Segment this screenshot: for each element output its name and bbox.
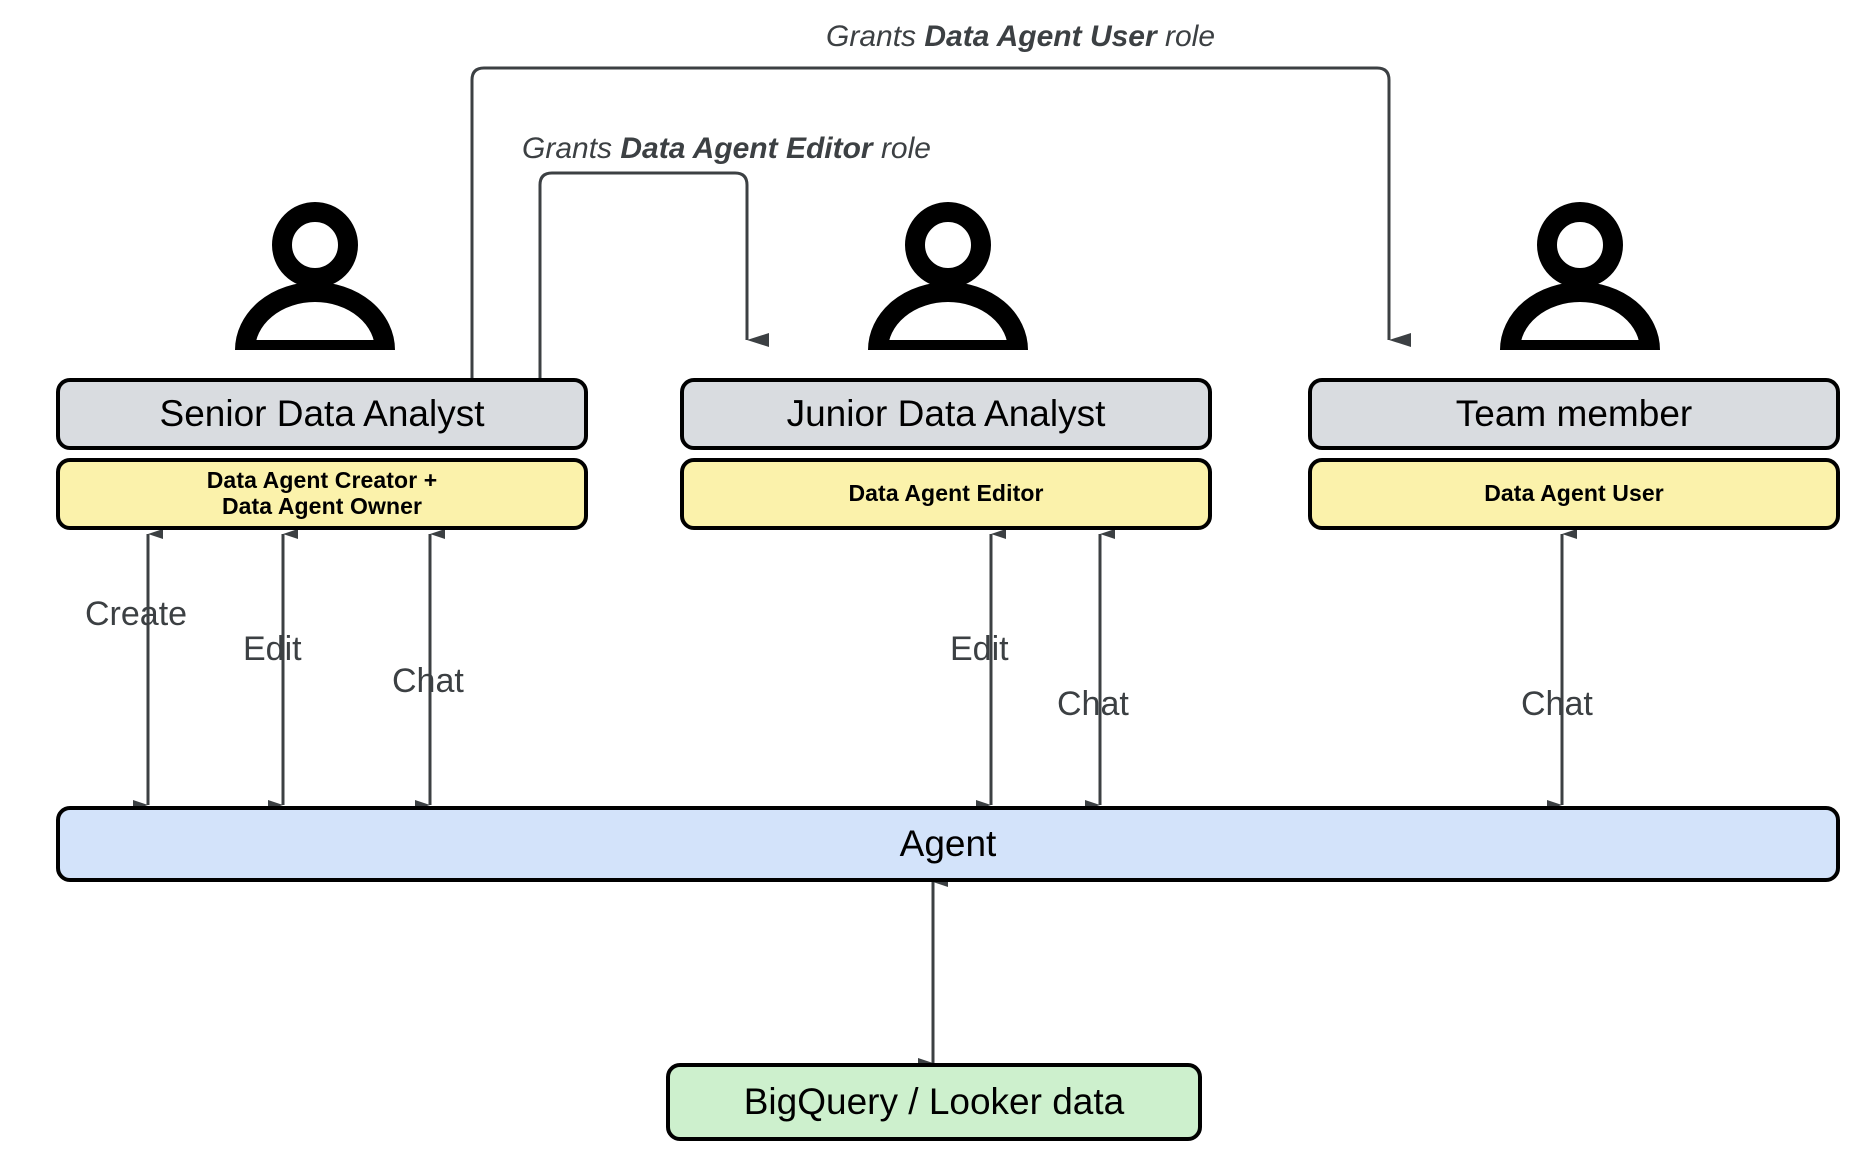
- persona-header-junior[interactable]: Junior Data Analyst: [680, 378, 1212, 450]
- persona-header-team[interactable]: Team member: [1308, 378, 1840, 450]
- persona-header-senior[interactable]: Senior Data Analyst: [56, 378, 588, 450]
- edge-label-team-chat: Chat: [1521, 685, 1593, 723]
- person-icon-senior: [234, 200, 396, 360]
- persona-title: Team member: [1455, 393, 1693, 435]
- persona-permission-team[interactable]: Data Agent User: [1308, 458, 1840, 530]
- persona-title: Senior Data Analyst: [159, 393, 485, 435]
- permission-line-2: Data Agent Owner: [221, 493, 423, 519]
- permission-line-1: Data Agent Creator +: [206, 467, 438, 494]
- grant-role: Data Agent Editor: [620, 132, 873, 165]
- person-icon-junior: [867, 200, 1029, 360]
- permission-line-1: Data Agent User: [1484, 480, 1664, 507]
- grant-suffix: role: [1156, 20, 1216, 53]
- edge-label-senior-chat: Chat: [392, 662, 464, 700]
- agent-node[interactable]: Agent: [56, 806, 1840, 882]
- grant-connector-data-agent-editor: [538, 171, 769, 382]
- permission-line-1: Data Agent Editor: [848, 480, 1044, 507]
- edge-label-junior-edit: Edit: [950, 630, 1009, 668]
- grant-label-data-agent-user: Grants Data Agent User role: [826, 20, 1215, 54]
- persona-permission-senior[interactable]: Data Agent Creator + Data Agent Owner: [56, 458, 588, 530]
- data-source-node[interactable]: BigQuery / Looker data: [666, 1063, 1202, 1141]
- persona-title: Junior Data Analyst: [786, 393, 1106, 435]
- data-source-label: BigQuery / Looker data: [743, 1081, 1125, 1123]
- persona-permission-junior[interactable]: Data Agent Editor: [680, 458, 1212, 530]
- grant-prefix: Grants: [826, 20, 925, 53]
- person-icon: [234, 202, 396, 360]
- agent-label: Agent: [899, 823, 997, 865]
- grant-prefix: Grants: [522, 132, 621, 165]
- edge-label-senior-create: Create: [85, 595, 188, 633]
- grant-suffix: role: [872, 132, 931, 165]
- edge-label-senior-edit: Edit: [243, 630, 302, 668]
- grant-role: Data Agent User: [924, 20, 1157, 53]
- person-icon: [1499, 202, 1661, 360]
- edge-label-junior-chat: Chat: [1057, 685, 1129, 723]
- person-icon-team: [1499, 200, 1661, 360]
- person-icon: [867, 202, 1029, 360]
- grant-label-data-agent-editor: Grants Data Agent Editor role: [522, 132, 931, 166]
